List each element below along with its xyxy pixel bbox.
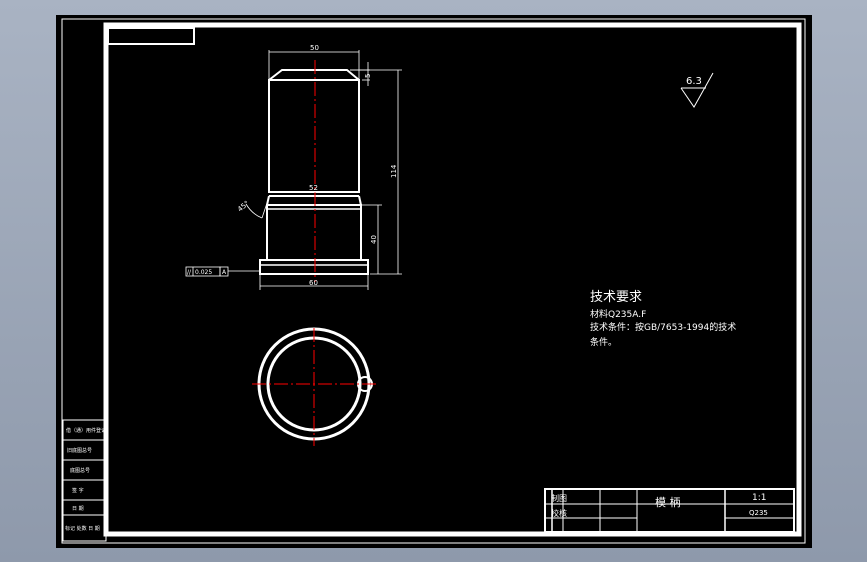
title-block [544,488,795,533]
tech-line-2: 技术条件：按GB/7653-1994的技术 [590,321,736,333]
side-row-5: 日 期 [72,506,84,512]
side-row-4: 签 字 [72,487,84,494]
tolerance-datum: A [222,269,227,276]
side-register-labels: 借（通）用件登记 旧底图总号 底图总号 签 字 日 期 标记 处数 日 期 [65,427,106,532]
dim-top-width: 50 [310,44,319,52]
inner-border [103,22,802,537]
part-name: 模 柄 [655,496,681,509]
tech-line-3: 条件。 [590,336,617,348]
tech-requirements: 技术要求 材料Q235A.F 技术条件：按GB/7653-1994的技术 条件。 [590,290,736,348]
drawing-sheet [56,15,812,548]
tolerance-value: 0.025 [195,269,212,276]
outer-frame [61,18,806,544]
dim-base-width: 60 [309,279,318,287]
dim-total-height: 114 [390,164,398,178]
title-row2-label: 校核 [551,508,567,518]
side-row-2: 旧底图总号 [67,447,92,454]
drawing-code-box [107,27,195,45]
tolerance-frame: // 0.025 A [185,266,260,277]
tolerance-symbol: // [187,269,192,276]
dim-chamfer: 5 [364,74,372,78]
dim-lower-height: 40 [370,235,378,244]
top-view-centerlines [252,328,376,446]
tech-line-1: 材料Q235A.F [590,308,646,320]
side-row-3: 底图总号 [70,467,90,474]
title-row1-label: 制图 [551,493,567,503]
dim-mid-width: 52 [309,184,318,192]
title-block-texts: 制图 校核 模 柄 1:1 Q235 [551,493,768,518]
side-row-6: 标记 处数 日 期 [65,525,100,532]
side-register-table [62,419,107,542]
side-row-1: 借（通）用件登记 [66,427,106,434]
drawing-scale: 1:1 [752,493,766,503]
drawing-material: Q235 [749,509,768,517]
roughness-value: 6.3 [686,76,702,87]
tech-title: 技术要求 [590,290,642,305]
base-flange [259,259,369,275]
roughness-symbol: 6.3 [680,72,714,108]
dimension-lines [245,50,402,290]
